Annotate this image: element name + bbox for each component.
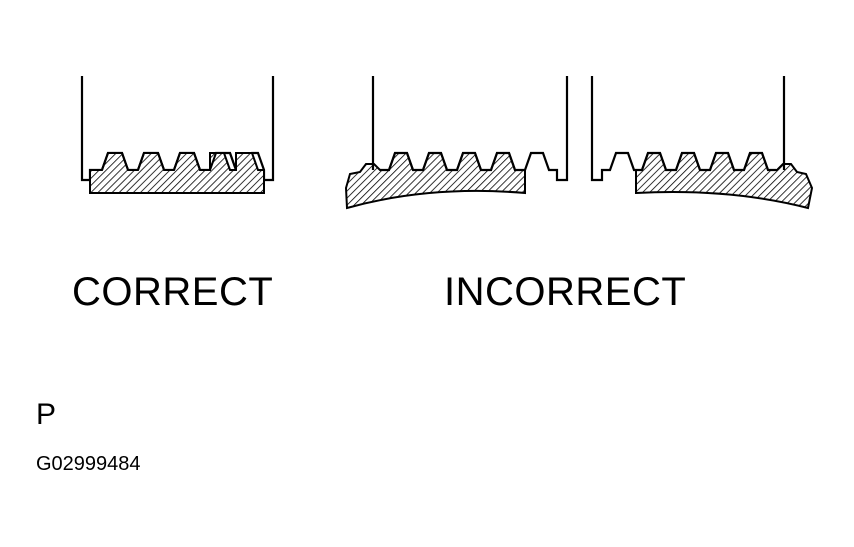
incorrect-right-pulley-outline <box>590 76 786 182</box>
page-marker: P <box>36 398 57 431</box>
incorrect-label: INCORRECT <box>444 270 687 314</box>
incorrect-belt-fit-right <box>590 76 814 210</box>
incorrect-belt-fit-left <box>344 76 569 210</box>
figure-code: G02999484 <box>36 453 141 475</box>
correct-label: CORRECT <box>72 270 274 314</box>
correct-belt-teeth <box>101 152 237 171</box>
incorrect-left-pulley-outline <box>371 76 569 182</box>
correct-belt-fit <box>80 76 275 194</box>
